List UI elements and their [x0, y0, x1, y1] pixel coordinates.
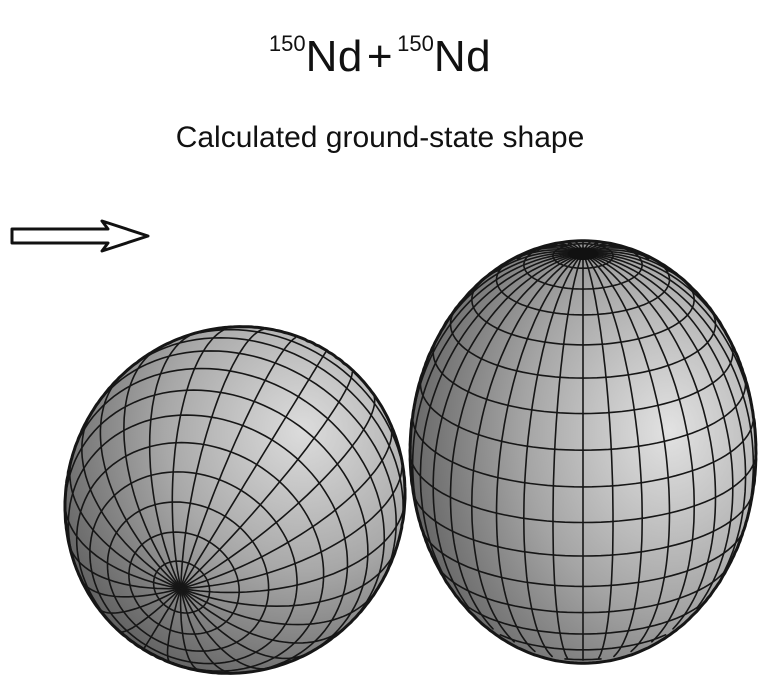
- figure-title: 150Nd+150Nd: [0, 14, 760, 87]
- nucleus-left-grid-line: [75, 441, 325, 672]
- nucleus-right-grid-line: [582, 252, 696, 643]
- nucleus-left: [63, 325, 407, 675]
- nucleus-right-mesh: [408, 239, 758, 665]
- nucleus-left-grid-line: [180, 587, 315, 660]
- nucleus-left-mesh: [63, 325, 407, 675]
- nucleus-left-grid-line: [69, 455, 182, 590]
- nucleus-right-grid-line: [442, 572, 724, 614]
- nucleus-right-grid-line: [419, 252, 584, 578]
- nucleus-right-grid-line: [411, 413, 755, 488]
- nucleus-right-grid-line: [409, 252, 584, 453]
- nucleus-right-grid-line: [552, 252, 584, 659]
- nucleus-right-grid-line: [470, 252, 584, 643]
- direction-arrow-icon: [10, 219, 150, 253]
- nucleus-left-grid-line: [171, 327, 228, 590]
- nucleus-left-grid-line: [89, 471, 298, 665]
- nucleus-left-grid-line: [81, 411, 182, 590]
- figure-subtitle: Calculated ground-state shape: [175, 121, 585, 154]
- nucleus-left-grid-line: [106, 501, 270, 652]
- nucleus-right-grid-line: [449, 298, 717, 379]
- nucleus-left-grid-line: [91, 350, 398, 589]
- nucleus-right-grid-line: [432, 252, 584, 609]
- nucleus-right: [408, 239, 758, 665]
- nucleus-left-grid-line: [64, 389, 369, 667]
- nucleus-right-grid-line: [582, 252, 644, 658]
- nucleus-right-grid-line: [409, 451, 757, 524]
- nucleus-left-grid-line: [180, 336, 297, 590]
- nucleus-right-grid-line: [412, 493, 754, 557]
- nucleus-left-grid-line: [152, 560, 211, 614]
- nucleus-right-grid-line: [423, 533, 743, 588]
- nucleus-left-grid-line: [199, 328, 401, 457]
- nucleus-right-grid-line: [582, 252, 614, 659]
- nucleus-right-grid-line: [495, 252, 584, 653]
- mass-number-2: 150: [397, 31, 434, 56]
- nucleus-right-grid-line: [564, 658, 602, 661]
- plus-sign: +: [366, 32, 394, 81]
- nucleus-right-grid-line: [499, 634, 667, 651]
- nucleus-left-grid-line: [180, 587, 242, 674]
- nucleus-left-grid-line: [180, 328, 265, 590]
- nucleus-right-grid-line: [432, 332, 734, 415]
- nucleus-right-grid-line: [582, 252, 734, 609]
- nucleus-right-grid-line: [582, 252, 671, 653]
- nucleus-left-grid-line: [123, 350, 182, 590]
- nucleus-right-grid-line: [495, 244, 671, 316]
- nucleus-right-grid-line: [522, 239, 643, 290]
- nucleus-right-grid-line: [411, 252, 584, 519]
- nucleus-right-grid-line: [582, 252, 755, 519]
- nucleus-left-grid-line: [68, 367, 386, 636]
- nucleus-left-grid-line: [128, 531, 241, 635]
- nucleus-left-grid-line: [132, 336, 404, 531]
- nucleus-left-grid-line: [180, 371, 353, 590]
- nucleus-left-grid-line: [180, 587, 349, 644]
- nucleus-right-grid-line: [582, 252, 717, 630]
- nucleus-left-grid-line: [64, 497, 182, 590]
- nucleus-right-grid-line: [582, 252, 757, 453]
- nucleus-right-grid-line: [419, 369, 747, 452]
- nucleus-left-grid-line: [67, 414, 349, 675]
- nucleus-right-grid-line: [467, 606, 699, 635]
- nucleus-left-grid-line: [180, 504, 406, 594]
- nucleus-right-grid-line: [470, 268, 695, 346]
- nucleus-left-grid-line: [180, 396, 376, 590]
- nucleus-right-pole: [567, 247, 599, 261]
- nucleus-right-grid-line: [552, 242, 614, 269]
- nucleus-right-grid-line: [449, 252, 584, 630]
- nucleus-right-grid-line: [522, 252, 584, 658]
- element-symbol-2: Nd: [433, 32, 492, 81]
- element-symbol-1: Nd: [305, 32, 363, 81]
- nucleus-left-grid-line: [180, 428, 393, 590]
- nucleus-left-grid-line: [180, 587, 379, 626]
- nucleus-right-grid-line: [582, 252, 747, 578]
- mass-number-1: 150: [268, 31, 306, 56]
